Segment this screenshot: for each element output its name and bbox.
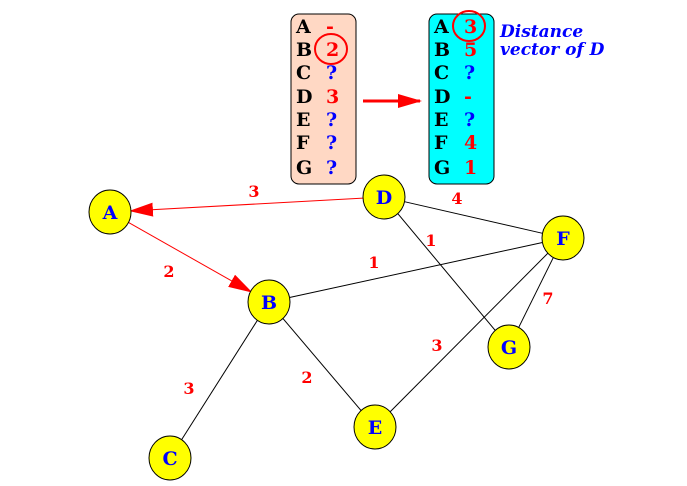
right-table-box: [428, 13, 495, 185]
left-table-distance-value: -: [326, 16, 334, 38]
left-table-dest-label: C: [296, 62, 311, 84]
left-table-distance-value: ?: [326, 157, 337, 179]
caption-line-2: vector of D: [500, 40, 605, 60]
node-g: G: [487, 324, 531, 370]
left-table-dest-label: A: [295, 16, 311, 38]
node-f: F: [541, 215, 585, 261]
node-b: B: [247, 279, 291, 325]
left-table-dest-label: E: [296, 109, 310, 131]
edge-f-g: [517, 256, 555, 329]
left-table-row-f: F?: [296, 132, 337, 154]
left-table-dest-label: G: [296, 157, 312, 179]
node-circle: [148, 435, 192, 481]
node-label: E: [368, 417, 382, 439]
left-table-row-e: E?: [296, 109, 337, 131]
right-table-distance-value: 4: [464, 132, 477, 154]
edge-weight-d-f: 4: [451, 189, 462, 208]
node-circle: [88, 189, 132, 235]
right-table-dest-label: G: [434, 157, 450, 179]
right-table-distance-value: -: [464, 86, 472, 108]
right-table-dest-label: A: [433, 16, 449, 38]
right-table-row-c: C?: [434, 62, 475, 84]
node-label: A: [102, 202, 118, 224]
left-table-highlight-circle: [314, 33, 348, 65]
edge-d-g: [397, 212, 496, 332]
node-circle: [247, 279, 291, 325]
edge-weight-e-f: 3: [431, 336, 442, 355]
graph-nodes: A B C D E F G: [88, 174, 585, 481]
right-table-distance-value: 1: [464, 157, 477, 179]
graph-edges: [128, 197, 555, 441]
right-table-row-d: D-: [434, 86, 472, 108]
left-table-row-g: G?: [296, 157, 337, 179]
right-table-distance-value: ?: [464, 109, 475, 131]
left-table-dest-label: D: [296, 86, 312, 108]
right-table-distance-value: 3: [464, 16, 477, 38]
right-table-row-e: E?: [434, 109, 475, 131]
right-table-dest-label: C: [434, 62, 449, 84]
edge-b-f: [289, 241, 543, 299]
node-d: D: [362, 174, 406, 220]
node-label: G: [501, 337, 517, 359]
left-table-row-c: C?: [296, 62, 337, 84]
left-table-distance-value: 3: [326, 86, 339, 108]
edge-weight-f-g: 7: [542, 289, 553, 308]
caption-line-1: Distance: [499, 22, 583, 42]
right-table-distance-value: ?: [464, 62, 475, 84]
left-table-distance-value: 2: [326, 39, 339, 61]
edge-weight-b-e: 2: [301, 368, 312, 387]
right-table-dest-label: F: [434, 132, 448, 154]
left-table-dest-label: F: [296, 132, 310, 154]
left-table-box: [290, 13, 357, 185]
edge-e-f: [389, 252, 549, 413]
graph-edge-labels: 3 2 1 1 4 7 3 2 3: [163, 182, 553, 398]
edge-weight-a-b: 2: [163, 262, 174, 281]
node-label: C: [162, 448, 177, 470]
node-a: A: [88, 189, 132, 235]
node-label: F: [556, 228, 570, 250]
node-circle: [541, 215, 585, 261]
node-circle: [487, 324, 531, 370]
node-circle: [353, 404, 397, 450]
edge-d-a: [128, 197, 364, 217]
edge-b-c: [180, 319, 259, 441]
edge-weight-b-f: 1: [368, 253, 379, 272]
edge-weight-b-c: 3: [183, 379, 194, 398]
node-label: B: [261, 292, 277, 314]
node-c: C: [148, 435, 192, 481]
node-label: D: [376, 187, 392, 209]
left-table-distance-value: ?: [326, 132, 337, 154]
right-table-highlight-circle: [452, 10, 486, 42]
node-circle: [362, 174, 406, 220]
edge-b-e: [282, 317, 362, 412]
edge-d-f: [404, 201, 543, 234]
edge-weight-d-g: 1: [425, 231, 436, 250]
left-table-distance-value: ?: [326, 109, 337, 131]
left-table-distance-value: ?: [326, 62, 337, 84]
right-table-dest-label: E: [434, 109, 448, 131]
right-table-dest-label: D: [434, 86, 450, 108]
left-table-row-a: A-: [295, 16, 334, 38]
edge-weight-d-a: 3: [248, 182, 259, 201]
right-table-distance-value: 5: [464, 39, 477, 61]
node-e: E: [353, 404, 397, 450]
left-table-dest-label: B: [296, 39, 312, 61]
right-table-dest-label: B: [434, 39, 450, 61]
edge-a-b: [128, 221, 253, 293]
